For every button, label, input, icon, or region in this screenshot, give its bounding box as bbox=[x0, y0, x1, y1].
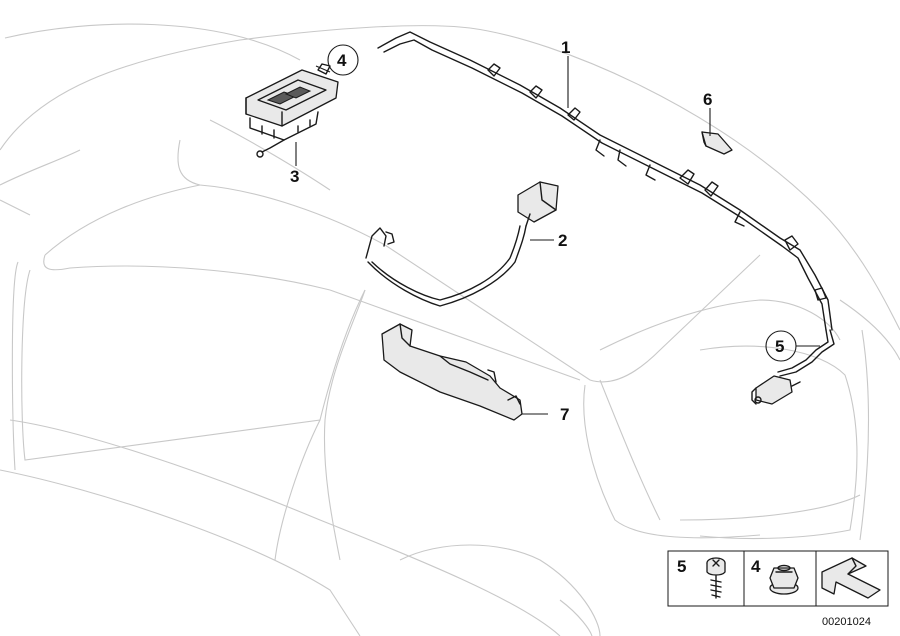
callout-6: 6 bbox=[703, 90, 712, 109]
screw-icon bbox=[706, 557, 726, 599]
wiring-harness-part bbox=[365, 181, 559, 307]
rear-bracket-part bbox=[751, 329, 835, 405]
car-body-outline bbox=[0, 23, 900, 636]
legend-nut-label: 4 bbox=[751, 557, 761, 576]
callout-4: 4 bbox=[327, 44, 359, 76]
callout-7-label: 7 bbox=[560, 405, 569, 424]
legend-screw-label: 5 bbox=[677, 557, 686, 576]
nut-icon bbox=[769, 564, 799, 595]
callout-4-circle bbox=[327, 44, 359, 76]
control-unit-part bbox=[245, 63, 339, 158]
callout-5: 5 bbox=[765, 330, 797, 362]
callout-4-label: 4 bbox=[337, 51, 347, 70]
trim-cover-part bbox=[701, 131, 733, 155]
callout-2-label: 2 bbox=[558, 231, 567, 250]
callout-2: 2 bbox=[558, 231, 567, 250]
reference-number: 00201024 bbox=[822, 616, 871, 628]
curtain-airbag-part bbox=[377, 31, 833, 331]
callout-3: 3 bbox=[290, 167, 299, 186]
legend: 5 4 bbox=[667, 550, 889, 607]
callout-6-label: 6 bbox=[703, 90, 712, 109]
callout-5-label: 5 bbox=[775, 337, 784, 356]
callout-5-circle bbox=[765, 330, 797, 362]
callout-7: 7 bbox=[560, 405, 569, 424]
direction-arrow-icon bbox=[821, 557, 881, 599]
callout-1: 1 bbox=[561, 38, 570, 57]
leader-lines bbox=[295, 56, 820, 415]
pillar-trim-part bbox=[381, 323, 523, 421]
callout-3-label: 3 bbox=[290, 167, 299, 186]
callout-1-label: 1 bbox=[561, 38, 570, 57]
